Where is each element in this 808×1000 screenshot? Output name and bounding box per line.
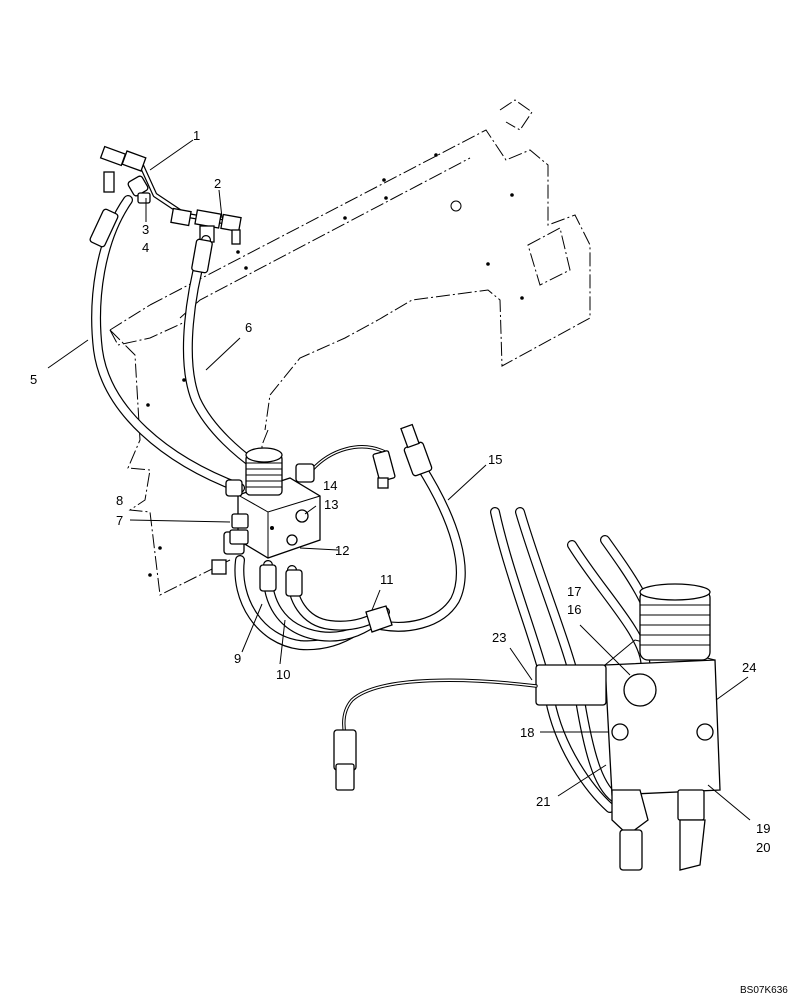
callout-21: 21 (536, 794, 550, 809)
leader-lines (47, 139, 751, 821)
solenoid-valve-24 (535, 583, 721, 871)
callout-labels: 1 2 3 4 5 6 7 8 9 10 11 12 13 14 15 16 1… (30, 128, 770, 855)
callout-17: 17 (567, 584, 581, 599)
hose-6 (182, 235, 267, 475)
callout-15: 15 (488, 452, 502, 467)
callout-3: 3 (142, 222, 149, 237)
callout-9: 9 (234, 651, 241, 666)
callout-10: 10 (276, 667, 290, 682)
callout-8: 8 (116, 493, 123, 508)
hose-15 (365, 423, 466, 633)
callout-12: 12 (335, 543, 349, 558)
callout-7: 7 (116, 513, 123, 528)
callout-18: 18 (520, 725, 534, 740)
valve-block (225, 447, 321, 559)
callout-4: 4 (142, 240, 149, 255)
callout-16: 16 (567, 602, 581, 617)
frame-mounting-holes (146, 153, 524, 577)
hose-5 (89, 195, 245, 493)
callout-6: 6 (245, 320, 252, 335)
wire-23-harness (333, 678, 538, 791)
callout-20: 20 (756, 840, 770, 855)
valve-wire-harness (310, 445, 396, 489)
callout-24: 24 (742, 660, 756, 675)
drawing-code: BS07K636 (740, 985, 788, 996)
callout-11: 11 (380, 572, 394, 587)
hoses-9-10 (211, 531, 390, 651)
callout-14: 14 (323, 478, 337, 493)
callout-19: 19 (756, 821, 770, 836)
upper-tube-fittings (99, 145, 242, 245)
callout-23: 23 (492, 630, 506, 645)
callout-2: 2 (214, 176, 221, 191)
callout-13: 13 (324, 497, 338, 512)
callout-1: 1 (193, 128, 200, 143)
callout-5: 5 (30, 372, 37, 387)
